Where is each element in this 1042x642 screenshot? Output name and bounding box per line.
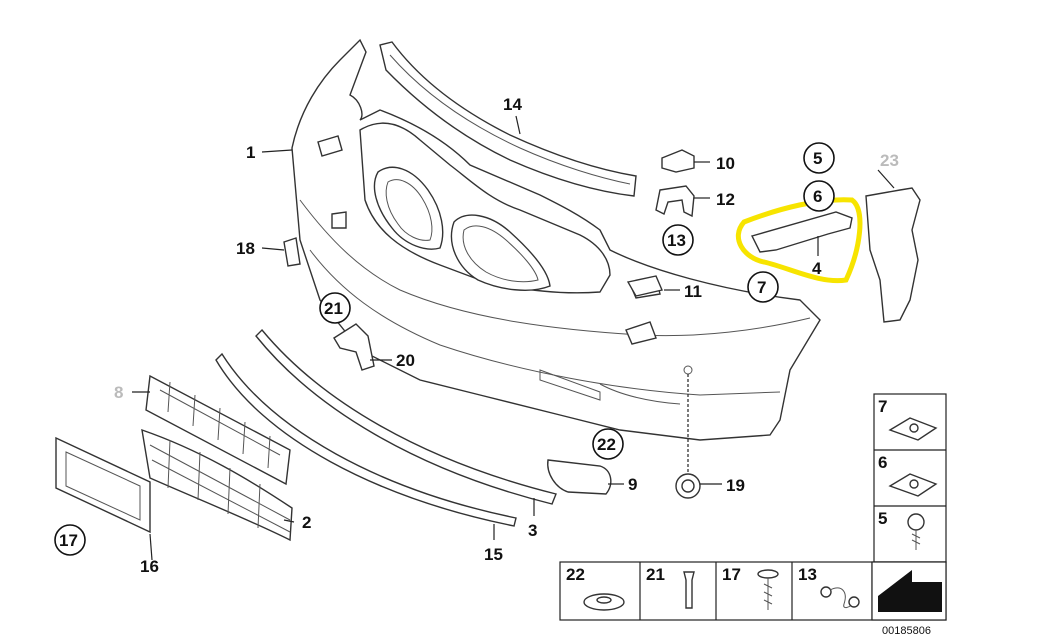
callout-1: 1 bbox=[246, 143, 255, 162]
callout-17: 17 bbox=[59, 531, 78, 550]
trim-strip-3 bbox=[255, 328, 557, 505]
callout-4: 4 bbox=[812, 259, 822, 278]
clip-part-18 bbox=[283, 237, 301, 267]
callout-3: 3 bbox=[528, 521, 537, 540]
mesh-grille-2 bbox=[141, 428, 293, 542]
upper-strip-14 bbox=[379, 41, 637, 197]
cover-part-11 bbox=[626, 275, 663, 297]
callout-2: 2 bbox=[302, 513, 311, 532]
side-bracket-23 bbox=[865, 187, 921, 323]
callout-circle-6 bbox=[803, 180, 835, 212]
callout-18: 18 bbox=[236, 239, 255, 258]
clip-part-12 bbox=[655, 185, 695, 218]
callout-14: 14 bbox=[503, 95, 522, 114]
callout-12: 12 bbox=[716, 190, 735, 209]
leader-lines bbox=[132, 115, 895, 561]
callout-circle-7 bbox=[747, 271, 779, 303]
callout-9: 9 bbox=[628, 475, 637, 494]
callout-labels: 1 2 3 4 5 6 7 8 9 10 11 12 13 14 15 16 1… bbox=[59, 95, 899, 576]
bracket-part-20 bbox=[333, 323, 375, 371]
legend-side-7: 7 bbox=[878, 397, 887, 416]
callout-21: 21 bbox=[324, 299, 343, 318]
legend-bottom-13: 13 bbox=[798, 565, 817, 584]
callout-circle-22 bbox=[592, 428, 624, 460]
callout-15: 15 bbox=[484, 545, 503, 564]
callout-circle-5 bbox=[803, 142, 835, 174]
callout-8: 8 bbox=[114, 383, 123, 402]
legend-bottom-17: 17 bbox=[722, 565, 741, 584]
callout-circle-13 bbox=[662, 224, 694, 256]
callout-19: 19 bbox=[726, 476, 745, 495]
fog-cover-9 bbox=[547, 459, 612, 495]
callout-23: 23 bbox=[880, 151, 899, 170]
legend-bottom-22: 22 bbox=[566, 565, 585, 584]
bracket-part-4 bbox=[750, 211, 853, 253]
plate-holder-16 bbox=[55, 436, 151, 534]
callout-22: 22 bbox=[597, 435, 616, 454]
callout-20: 20 bbox=[396, 351, 415, 370]
callout-13: 13 bbox=[667, 231, 686, 250]
bottom-legend: 22 21 17 13 bbox=[559, 561, 947, 621]
sensor-19 bbox=[675, 374, 701, 499]
callout-6: 6 bbox=[813, 187, 822, 206]
clip-part-10 bbox=[661, 149, 695, 173]
lower-grille-8 bbox=[145, 374, 291, 486]
callout-7: 7 bbox=[757, 278, 766, 297]
callout-10: 10 bbox=[716, 154, 735, 173]
document-number: 00185806 bbox=[882, 625, 931, 637]
trim-strip-15 bbox=[215, 352, 517, 527]
legend-side-6: 6 bbox=[878, 453, 887, 472]
callout-16: 16 bbox=[140, 557, 159, 576]
callout-circle-17 bbox=[54, 524, 86, 556]
bumper-cover bbox=[291, 38, 821, 441]
callout-5: 5 bbox=[813, 149, 822, 168]
legend-side-5: 5 bbox=[878, 509, 887, 528]
callout-circle-21 bbox=[319, 292, 351, 324]
side-legend: 7 6 5 bbox=[873, 393, 947, 563]
callout-11: 11 bbox=[684, 282, 702, 301]
legend-bottom-21: 21 bbox=[646, 565, 665, 584]
